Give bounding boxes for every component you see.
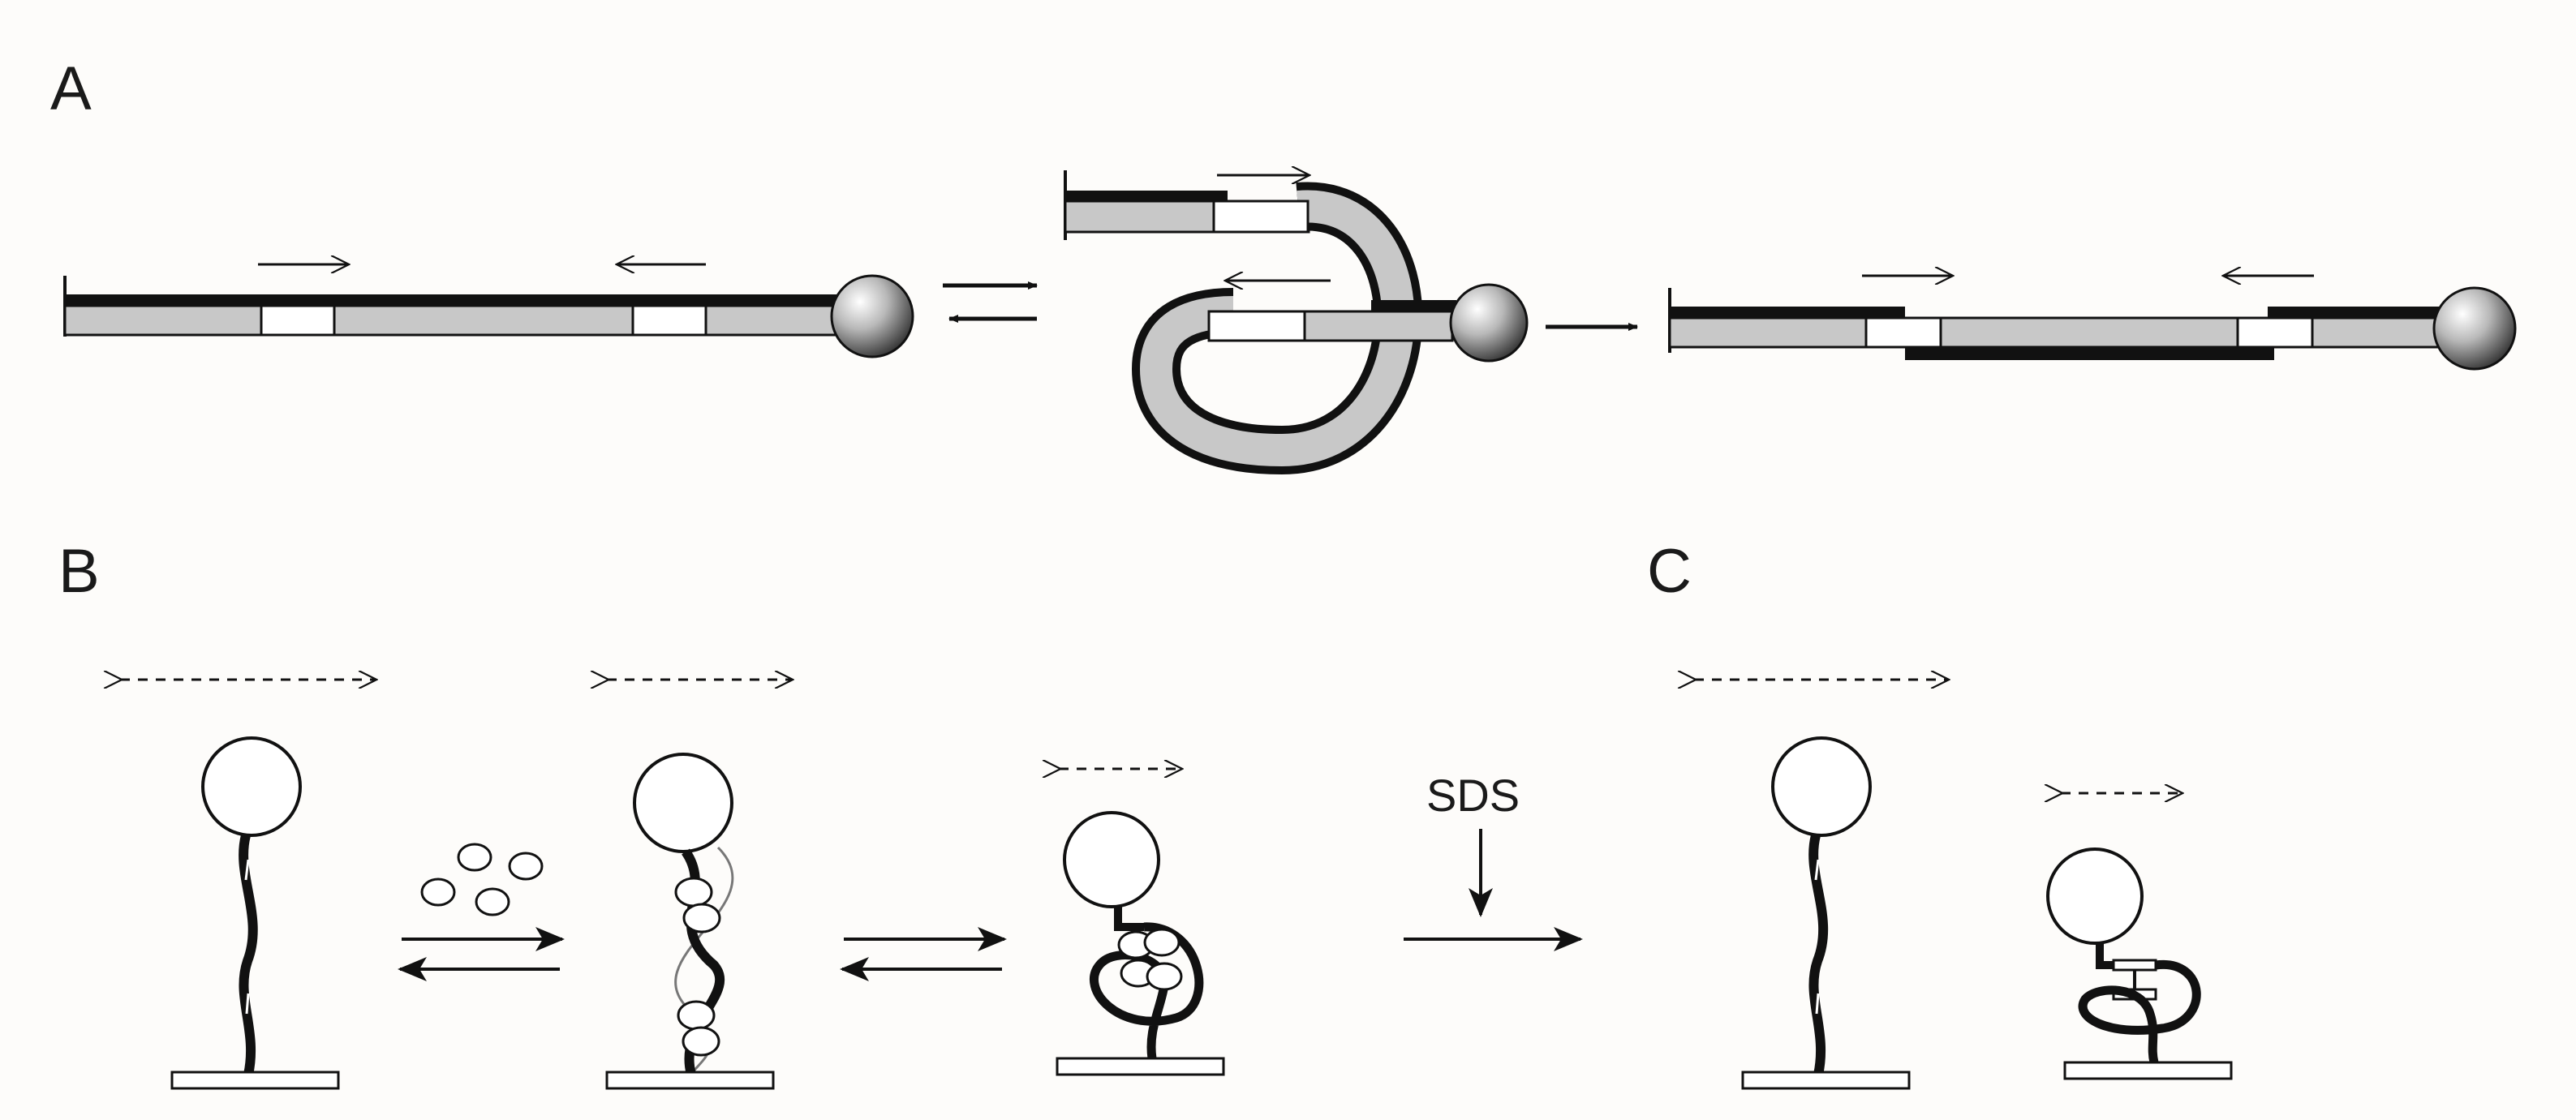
protein-icon	[682, 1026, 720, 1057]
tethered-bead	[1771, 736, 1872, 837]
bead-icon	[2432, 286, 2517, 371]
panel-label-a: A	[50, 54, 92, 123]
tethered-bead	[633, 753, 733, 853]
panel-a-folded-construct	[1064, 170, 1529, 475]
tether-strand	[1808, 834, 1829, 1076]
protein-icon	[457, 843, 492, 872]
complementary-segment-left	[260, 304, 336, 337]
surface-plate	[1056, 1057, 1225, 1076]
protein-icon	[682, 903, 721, 933]
surface-plate	[170, 1071, 340, 1090]
bead-icon	[1449, 283, 1529, 363]
panel-b-protein-bound-tether	[605, 680, 791, 1090]
tethered-bead	[1063, 811, 1160, 908]
black-backbone-right	[2268, 307, 2450, 319]
tether-strand	[1114, 906, 1144, 931]
black-backbone-inner	[1371, 300, 1456, 311]
tether-strand-loop	[2078, 960, 2201, 1064]
protein-icon	[420, 878, 456, 907]
panel-b-free-tether	[120, 680, 375, 1090]
panel-a-hybridized-construct	[1668, 276, 2517, 371]
equilibrium-arrows-a1	[943, 281, 1038, 323]
grey-strand	[63, 304, 845, 337]
protein-icon	[674, 877, 713, 908]
protein-cluster	[420, 843, 544, 916]
panel-c-free-tether	[1694, 680, 1947, 1090]
protein-icon	[508, 852, 544, 881]
black-backbone-left	[1670, 307, 1905, 319]
complementary-segment-left	[1864, 316, 1942, 349]
panel-b-looped-tether	[1056, 769, 1225, 1076]
panel-label-c: C	[1647, 537, 1692, 606]
bead-icon	[830, 274, 914, 358]
surface-plate	[605, 1071, 775, 1090]
hairpin-rung-top	[2112, 959, 2157, 972]
panel-a-linear-construct	[63, 264, 914, 358]
black-backbone-top	[1065, 191, 1228, 202]
complementary-segment-inner	[1207, 310, 1306, 342]
panel-c-hairpin-tether	[2046, 793, 2233, 1080]
surface-plate	[2063, 1061, 2233, 1080]
protein-icon	[475, 887, 510, 916]
black-backbone	[65, 294, 844, 307]
sds-label: SDS	[1426, 770, 1520, 821]
tether-strand-loop	[1090, 922, 1204, 1059]
complementary-segment-right	[2236, 316, 2314, 349]
grey-strand	[1668, 316, 2450, 349]
protein-icon	[1146, 962, 1183, 991]
tethered-bead	[2046, 848, 2144, 945]
complementary-segment-right	[631, 304, 707, 337]
panel-label-b: B	[58, 537, 100, 606]
hairpin-loop-strand	[1139, 190, 1415, 467]
surface-plate	[1741, 1071, 1911, 1090]
tether-strand	[239, 834, 258, 1076]
protein-icon	[1143, 928, 1180, 957]
equilibrium-arrows-b1	[398, 927, 565, 981]
tethered-bead	[201, 736, 302, 837]
protein-icon	[677, 1000, 716, 1031]
sds-addition: SDS	[1404, 770, 1583, 951]
hybridized-backbone	[1905, 347, 2274, 360]
equilibrium-arrows-b2	[840, 927, 1007, 981]
